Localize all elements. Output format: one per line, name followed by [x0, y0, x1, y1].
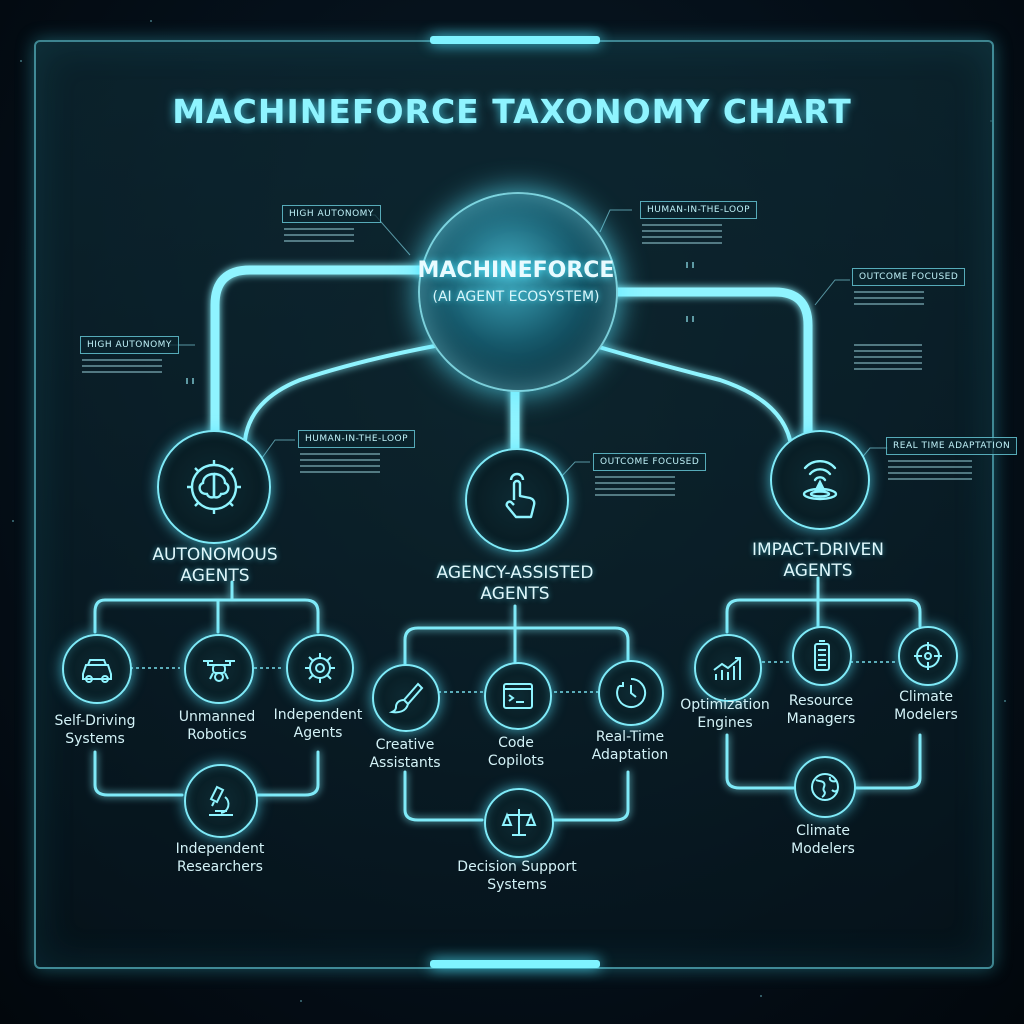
link-left [243, 343, 442, 442]
category-node-assisted[interactable] [465, 448, 569, 552]
leader-line [599, 209, 632, 233]
star [12, 520, 14, 522]
category-label-impact: IMPACT-DRIVEN AGENTS [751, 540, 884, 581]
tag-high-autonomy-left: HIGH AUTONOMY [80, 336, 179, 354]
pointing-hand-icon [505, 472, 536, 519]
terminal-icon [503, 683, 533, 709]
microscope-icon [209, 785, 233, 816]
tick-mark [692, 316, 694, 322]
tag-detail-lines [642, 220, 722, 248]
star [300, 1000, 302, 1002]
leaf-label-resource: Resource Managers [786, 693, 856, 727]
branch-independent-agents [230, 598, 320, 634]
drone-icon [203, 660, 235, 682]
category-label-autonomous: AUTONOMOUS AGENTS [152, 545, 278, 586]
leaf-node-optimization[interactable] [694, 634, 762, 702]
branch-decision-right [548, 770, 630, 822]
core-title: MACHINEFORCE [417, 258, 615, 283]
leaf-label-independent-agents: Independent Agents [273, 707, 363, 741]
chart-title: MACHINEFORCE TAXONOMY CHART [172, 92, 852, 131]
tag-human-in-the-loop-mid: HUMAN-IN-THE-LOOP [298, 430, 416, 448]
leaf-node-realtime[interactable] [598, 660, 664, 726]
leaf-node-creative[interactable] [372, 664, 440, 732]
leaf-label-decision: Decision Support Systems [457, 859, 577, 893]
leaf-label-robotics: Unmanned Robotics [178, 709, 256, 743]
tag-detail-lines [82, 355, 162, 377]
branch-optimization [725, 598, 820, 634]
branch-decision-left [403, 770, 484, 822]
battery-icon [814, 640, 830, 671]
frame-accent-top [430, 36, 600, 44]
earth-icon [811, 773, 839, 801]
leaf-node-self-driving[interactable] [62, 634, 132, 704]
leaf-label-code: Code Copilots [487, 735, 545, 769]
leaf-label-climate-earth: Climate Modelers [791, 823, 855, 857]
core-subtitle: (AI AGENT ECOSYSTEM) [432, 289, 600, 305]
star [760, 995, 762, 997]
tag-human-in-the-loop-top: HUMAN-IN-THE-LOOP [640, 201, 758, 219]
leaf-node-code[interactable] [484, 662, 552, 730]
branch-creative [403, 626, 517, 666]
leaf-node-robotics[interactable] [184, 634, 254, 704]
link-right [590, 343, 792, 442]
paintbrush-icon [388, 682, 424, 714]
leaf-node-climate[interactable] [898, 626, 958, 686]
tick-mark [686, 316, 688, 322]
category-label-assisted: AGENCY-ASSISTED AGENTS [436, 563, 594, 604]
network-globe-icon [914, 642, 942, 670]
tag-detail-lines [888, 456, 972, 484]
tick-mark [186, 378, 188, 384]
tag-high-autonomy-top: HIGH AUTONOMY [282, 205, 381, 223]
branch-self-driving [93, 598, 234, 634]
leaf-node-resource[interactable] [792, 626, 852, 686]
frame-accent-bottom [430, 960, 600, 968]
tag-detail-lines [300, 449, 380, 477]
category-node-autonomous[interactable] [157, 430, 271, 544]
leaf-node-decision[interactable] [484, 788, 554, 858]
branch-researchers-right [256, 750, 320, 797]
trunk-left [210, 265, 425, 445]
branch-earth-left [725, 733, 797, 790]
star [1004, 700, 1006, 702]
tick-mark [192, 378, 194, 384]
core-sphere[interactable] [418, 192, 618, 392]
star [20, 60, 22, 62]
branch-researchers-left [93, 750, 184, 797]
leader-line [559, 461, 590, 479]
leaf-label-realtime: Real-Time Adaptation [591, 729, 669, 763]
leaf-node-researchers[interactable] [184, 764, 258, 838]
leaf-node-climate-earth[interactable] [794, 756, 856, 818]
tag-detail-lines [595, 472, 675, 500]
gear-icon [305, 653, 335, 683]
tag-detail-lines [854, 287, 924, 309]
leaf-label-optimization: Optimization Engines [680, 697, 770, 731]
tick-mark [692, 262, 694, 268]
leader-line [261, 439, 295, 459]
category-node-impact[interactable] [770, 430, 870, 530]
branch-earth-right [843, 733, 922, 790]
tag-outcome-focused-mid: OUTCOME FOCUSED [593, 453, 707, 471]
car-icon [82, 659, 112, 683]
growth-chart-icon [713, 657, 741, 680]
leaf-label-creative: Creative Assistants [369, 737, 441, 771]
star [150, 20, 152, 22]
brain-gear-icon [187, 460, 241, 514]
tag-detail-lines [854, 340, 922, 374]
leaf-label-self-driving: Self-Driving Systems [54, 713, 136, 747]
leaf-label-researchers: Independent Researchers [175, 841, 265, 875]
branch-climate [816, 598, 922, 628]
signal-location-icon [802, 460, 838, 501]
tick-mark [686, 262, 688, 268]
branch-realtime [513, 626, 630, 662]
tag-real-time-adaptation: REAL TIME ADAPTATION [886, 437, 1018, 455]
tag-detail-lines [284, 224, 354, 246]
leaf-node-independent-agents[interactable] [286, 634, 354, 702]
leader-line [814, 279, 850, 306]
scales-icon [501, 809, 537, 836]
tag-outcome-focused-top: OUTCOME FOCUSED [852, 268, 966, 286]
trunk-right [607, 287, 813, 445]
timer-icon [616, 677, 647, 708]
leaf-label-climate: Climate Modelers [894, 689, 958, 723]
